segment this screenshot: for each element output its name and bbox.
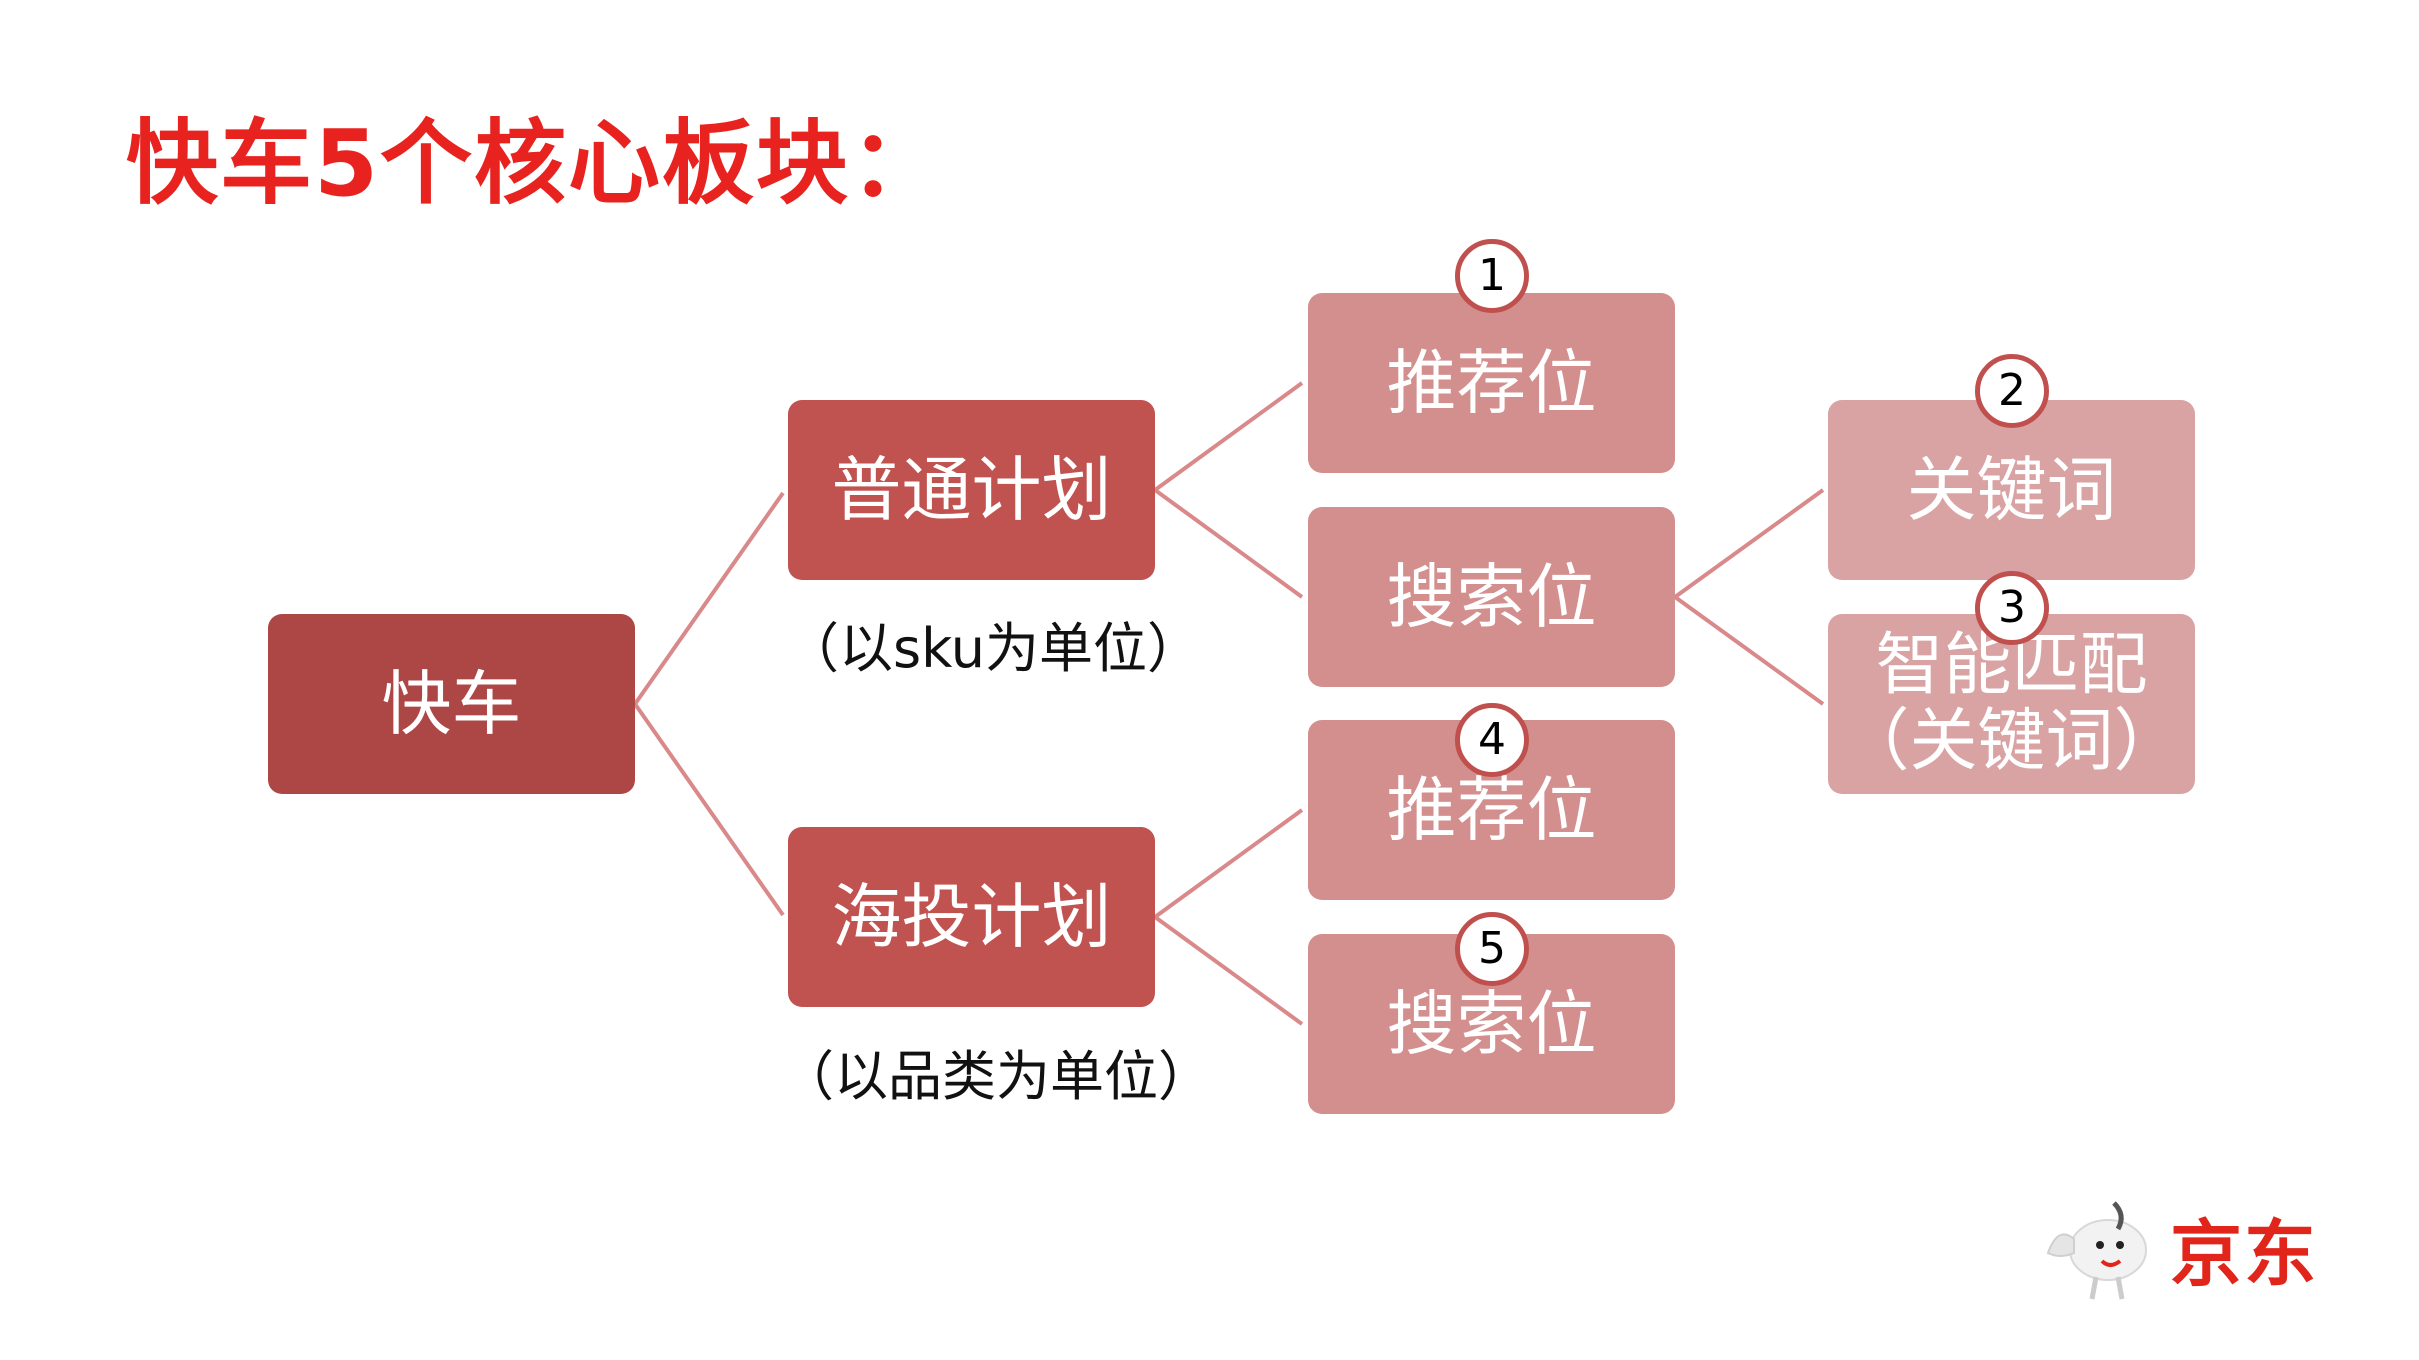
badge-3: 3 [1975, 571, 2049, 645]
plan-node-label: 普通计划 [831, 448, 1112, 531]
root-node-label: 快车 [381, 662, 522, 745]
jd-mascot-logo-icon [2046, 1201, 2147, 1300]
connector-search-keyword [1673, 488, 1825, 599]
root-node: 快车 [268, 614, 635, 794]
position-node-label: 搜索位 [1386, 982, 1597, 1065]
position-node-label: 搜索位 [1386, 555, 1597, 638]
connector-plan1-search [1153, 488, 1304, 599]
badge-2: 2 [1975, 354, 2049, 428]
page-title: 快车5个核心板块： [126, 110, 945, 217]
position-node-search-1: 搜索位 [1308, 507, 1675, 687]
badge-5: 5 [1455, 912, 1529, 986]
connector-root-plan1 [633, 491, 785, 706]
plan-node-normal: 普通计划 [788, 400, 1155, 580]
position-node-recommend-1: 推荐位 [1308, 293, 1675, 473]
search-type-label: 关键词 [1906, 448, 2117, 531]
jd-logo-text: 京东 [2170, 1212, 2319, 1296]
connector-root-plan2 [633, 702, 785, 917]
plan-note-normal: （以sku为单位） [785, 617, 1201, 680]
position-node-label: 推荐位 [1386, 768, 1597, 851]
connector-plan2-recommend [1153, 808, 1304, 919]
position-node-label: 推荐位 [1386, 341, 1597, 424]
plan-node-broad: 海投计划 [788, 827, 1155, 1007]
plan-node-label: 海投计划 [831, 875, 1112, 958]
plan-note-broad: （以品类为单位） [780, 1045, 1212, 1108]
connector-plan2-search [1153, 915, 1304, 1026]
connector-plan1-recommend [1153, 381, 1304, 492]
badge-4: 4 [1455, 703, 1529, 777]
connector-search-smart [1673, 595, 1825, 706]
search-type-node-keyword: 关键词 [1828, 400, 2195, 580]
badge-1: 1 [1455, 239, 1529, 313]
search-type-label-line2: （关键词） [1841, 702, 2182, 781]
